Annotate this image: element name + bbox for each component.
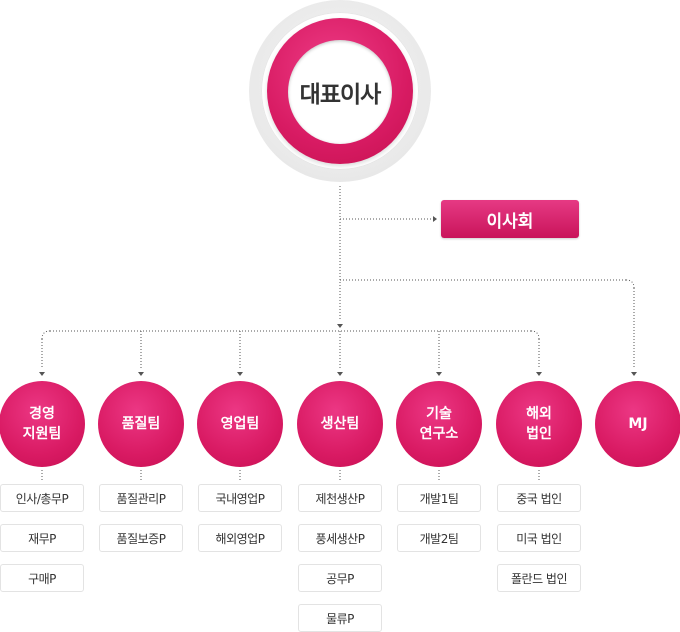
board-arrow-icon — [433, 216, 437, 222]
department-node: 영업팀 — [197, 381, 283, 467]
sub-unit-box: 물류P — [298, 604, 382, 632]
sub-unit-box: 풍세생산P — [298, 524, 382, 552]
department-arrow-icon — [138, 372, 144, 376]
department-node: MJ — [595, 381, 680, 467]
board-node: 이사회 — [441, 200, 579, 238]
sub-unit-box: 개발2팀 — [397, 524, 481, 552]
department-label: 생산팀 — [320, 416, 360, 432]
trunk-arrow-icon — [337, 324, 343, 328]
department-label: 영업팀 — [220, 416, 260, 432]
department-node: 생산팀 — [297, 381, 383, 467]
department-bar-right-curve — [530, 330, 540, 340]
department-node: 품질팀 — [98, 381, 184, 467]
sub-unit-box: 품질관리P — [99, 484, 183, 512]
department-bar-left-curve — [41, 330, 51, 340]
sub-unit-box: 품질보증P — [99, 524, 183, 552]
mj-arrow-icon — [631, 372, 637, 376]
department-label: MJ — [628, 416, 648, 432]
sub-unit-box: 제천생산P — [298, 484, 382, 512]
department-arrow-icon — [536, 372, 542, 376]
sub-unit-box: 재무P — [0, 524, 84, 552]
sub-unit-box: 개발1팀 — [397, 484, 481, 512]
department-label: 품질팀 — [121, 416, 161, 432]
ceo-label-circle: 대표이사 — [288, 40, 392, 144]
sub-unit-box: 해외영업P — [198, 524, 282, 552]
department-arrow-icon — [39, 372, 45, 376]
department-arrow-icon — [237, 372, 243, 376]
sub-unit-box: 구매P — [0, 564, 84, 592]
department-arrow-icon — [436, 372, 442, 376]
ceo-label: 대표이사 — [299, 82, 382, 108]
sub-unit-box: 폴란드 법인 — [497, 564, 581, 592]
sub-unit-box: 중국 법인 — [497, 484, 581, 512]
sub-unit-box: 국내영업P — [198, 484, 282, 512]
sub-unit-box: 인사/총무P — [0, 484, 84, 512]
mj-connector-curve — [625, 279, 635, 289]
sub-unit-box: 공무P — [298, 564, 382, 592]
sub-unit-box: 미국 법인 — [497, 524, 581, 552]
department-arrow-icon — [337, 372, 343, 376]
